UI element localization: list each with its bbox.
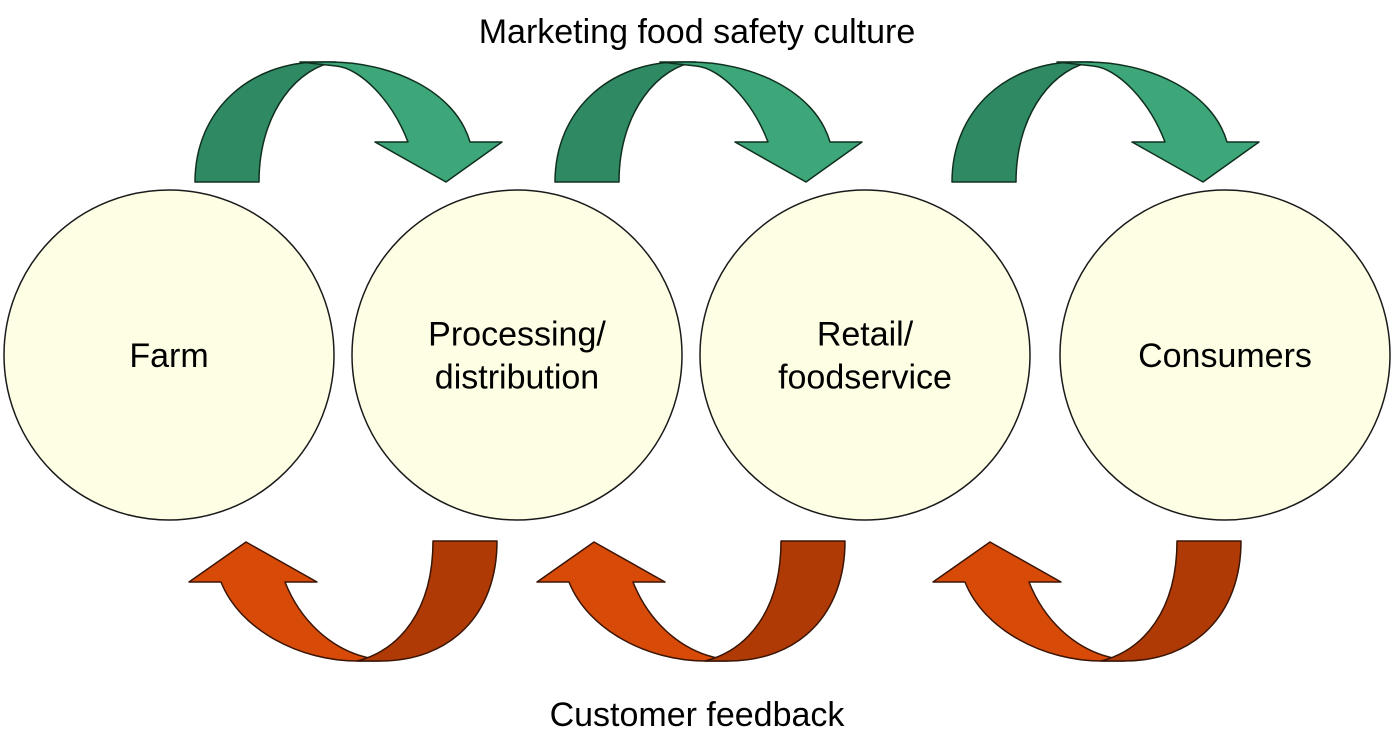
node-circle <box>699 189 1031 521</box>
forward-arrow <box>554 61 863 183</box>
node-label: Processing/ <box>428 316 606 354</box>
node-processing-distribution: Processing/distribution <box>351 189 683 521</box>
arrow-tail <box>1100 540 1242 662</box>
node-circle <box>1059 189 1391 521</box>
node-label: Farm <box>129 337 208 375</box>
arrow-head <box>299 61 503 183</box>
arrow-head <box>1056 61 1260 183</box>
node-consumers: Consumers <box>1059 189 1391 521</box>
arrow-head <box>536 541 729 662</box>
node-circle <box>351 189 683 521</box>
forward-arrow <box>194 61 503 183</box>
arrow-head <box>659 61 863 183</box>
arrow-head <box>188 541 381 662</box>
arrow-head <box>932 541 1125 662</box>
node-label: Retail/ <box>817 316 914 354</box>
diagram-title: Marketing food safety culture <box>478 13 916 51</box>
arrow-tail <box>704 540 846 662</box>
arrow-tail <box>951 61 1094 183</box>
feedback-arrows <box>188 540 1242 662</box>
arrow-tail <box>554 61 697 183</box>
arrow-tail <box>194 61 337 183</box>
node-retail-foodservice: Retail/foodservice <box>699 189 1031 521</box>
node-label: Consumers <box>1138 337 1312 375</box>
nodes: FarmProcessing/distributionRetail/foodse… <box>3 189 1391 521</box>
node-circle <box>3 189 335 521</box>
forward-arrows <box>194 61 1260 183</box>
forward-arrow <box>951 61 1260 183</box>
node-label: foodservice <box>778 359 952 397</box>
node-label: distribution <box>435 359 599 397</box>
feedback-arrow <box>932 540 1242 662</box>
node-farm: Farm <box>3 189 335 521</box>
arrow-tail <box>356 540 498 662</box>
diagram-footer: Customer feedback <box>549 696 845 734</box>
feedback-arrow <box>536 540 846 662</box>
feedback-arrow <box>188 540 498 662</box>
